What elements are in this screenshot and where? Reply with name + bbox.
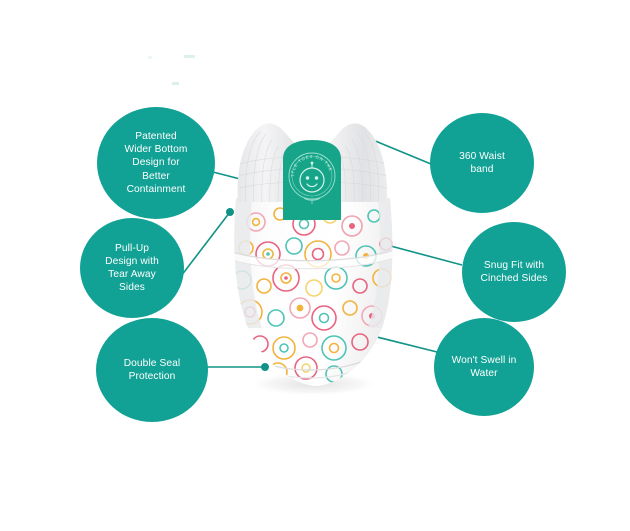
feature-label-wontswell: Won't Swell in Water <box>451 354 517 379</box>
diaper-product-image: LITTLE TOES ON THE GO <box>222 102 402 394</box>
feature-bubble-snugfit[interactable]: Snug Fit with Cinched Sides <box>462 222 566 322</box>
faint-artifact-mark <box>148 56 152 59</box>
feature-bubble-patented[interactable]: Patented Wider Bottom Design for Better … <box>97 107 215 219</box>
faint-artifact-mark <box>184 55 195 58</box>
feature-label-pullup: Pull-Up Design with Tear Away Sides <box>105 242 159 294</box>
feature-label-waistband: 360 Waist band <box>459 150 505 175</box>
feature-label-doubleseal: Double Seal Protection <box>123 357 181 382</box>
feature-bubble-pullup[interactable]: Pull-Up Design with Tear Away Sides <box>80 218 184 318</box>
feature-bubble-waistband[interactable]: 360 Waist band <box>430 113 534 213</box>
feature-label-patented: Patented Wider Bottom Design for Better … <box>124 131 188 195</box>
faint-artifact-mark <box>172 82 179 85</box>
feature-label-snugfit: Snug Fit with Cinched Sides <box>480 259 548 284</box>
feature-bubble-doubleseal[interactable]: Double Seal Protection <box>96 318 208 422</box>
feature-bubble-wontswell[interactable]: Won't Swell in Water <box>434 318 534 416</box>
